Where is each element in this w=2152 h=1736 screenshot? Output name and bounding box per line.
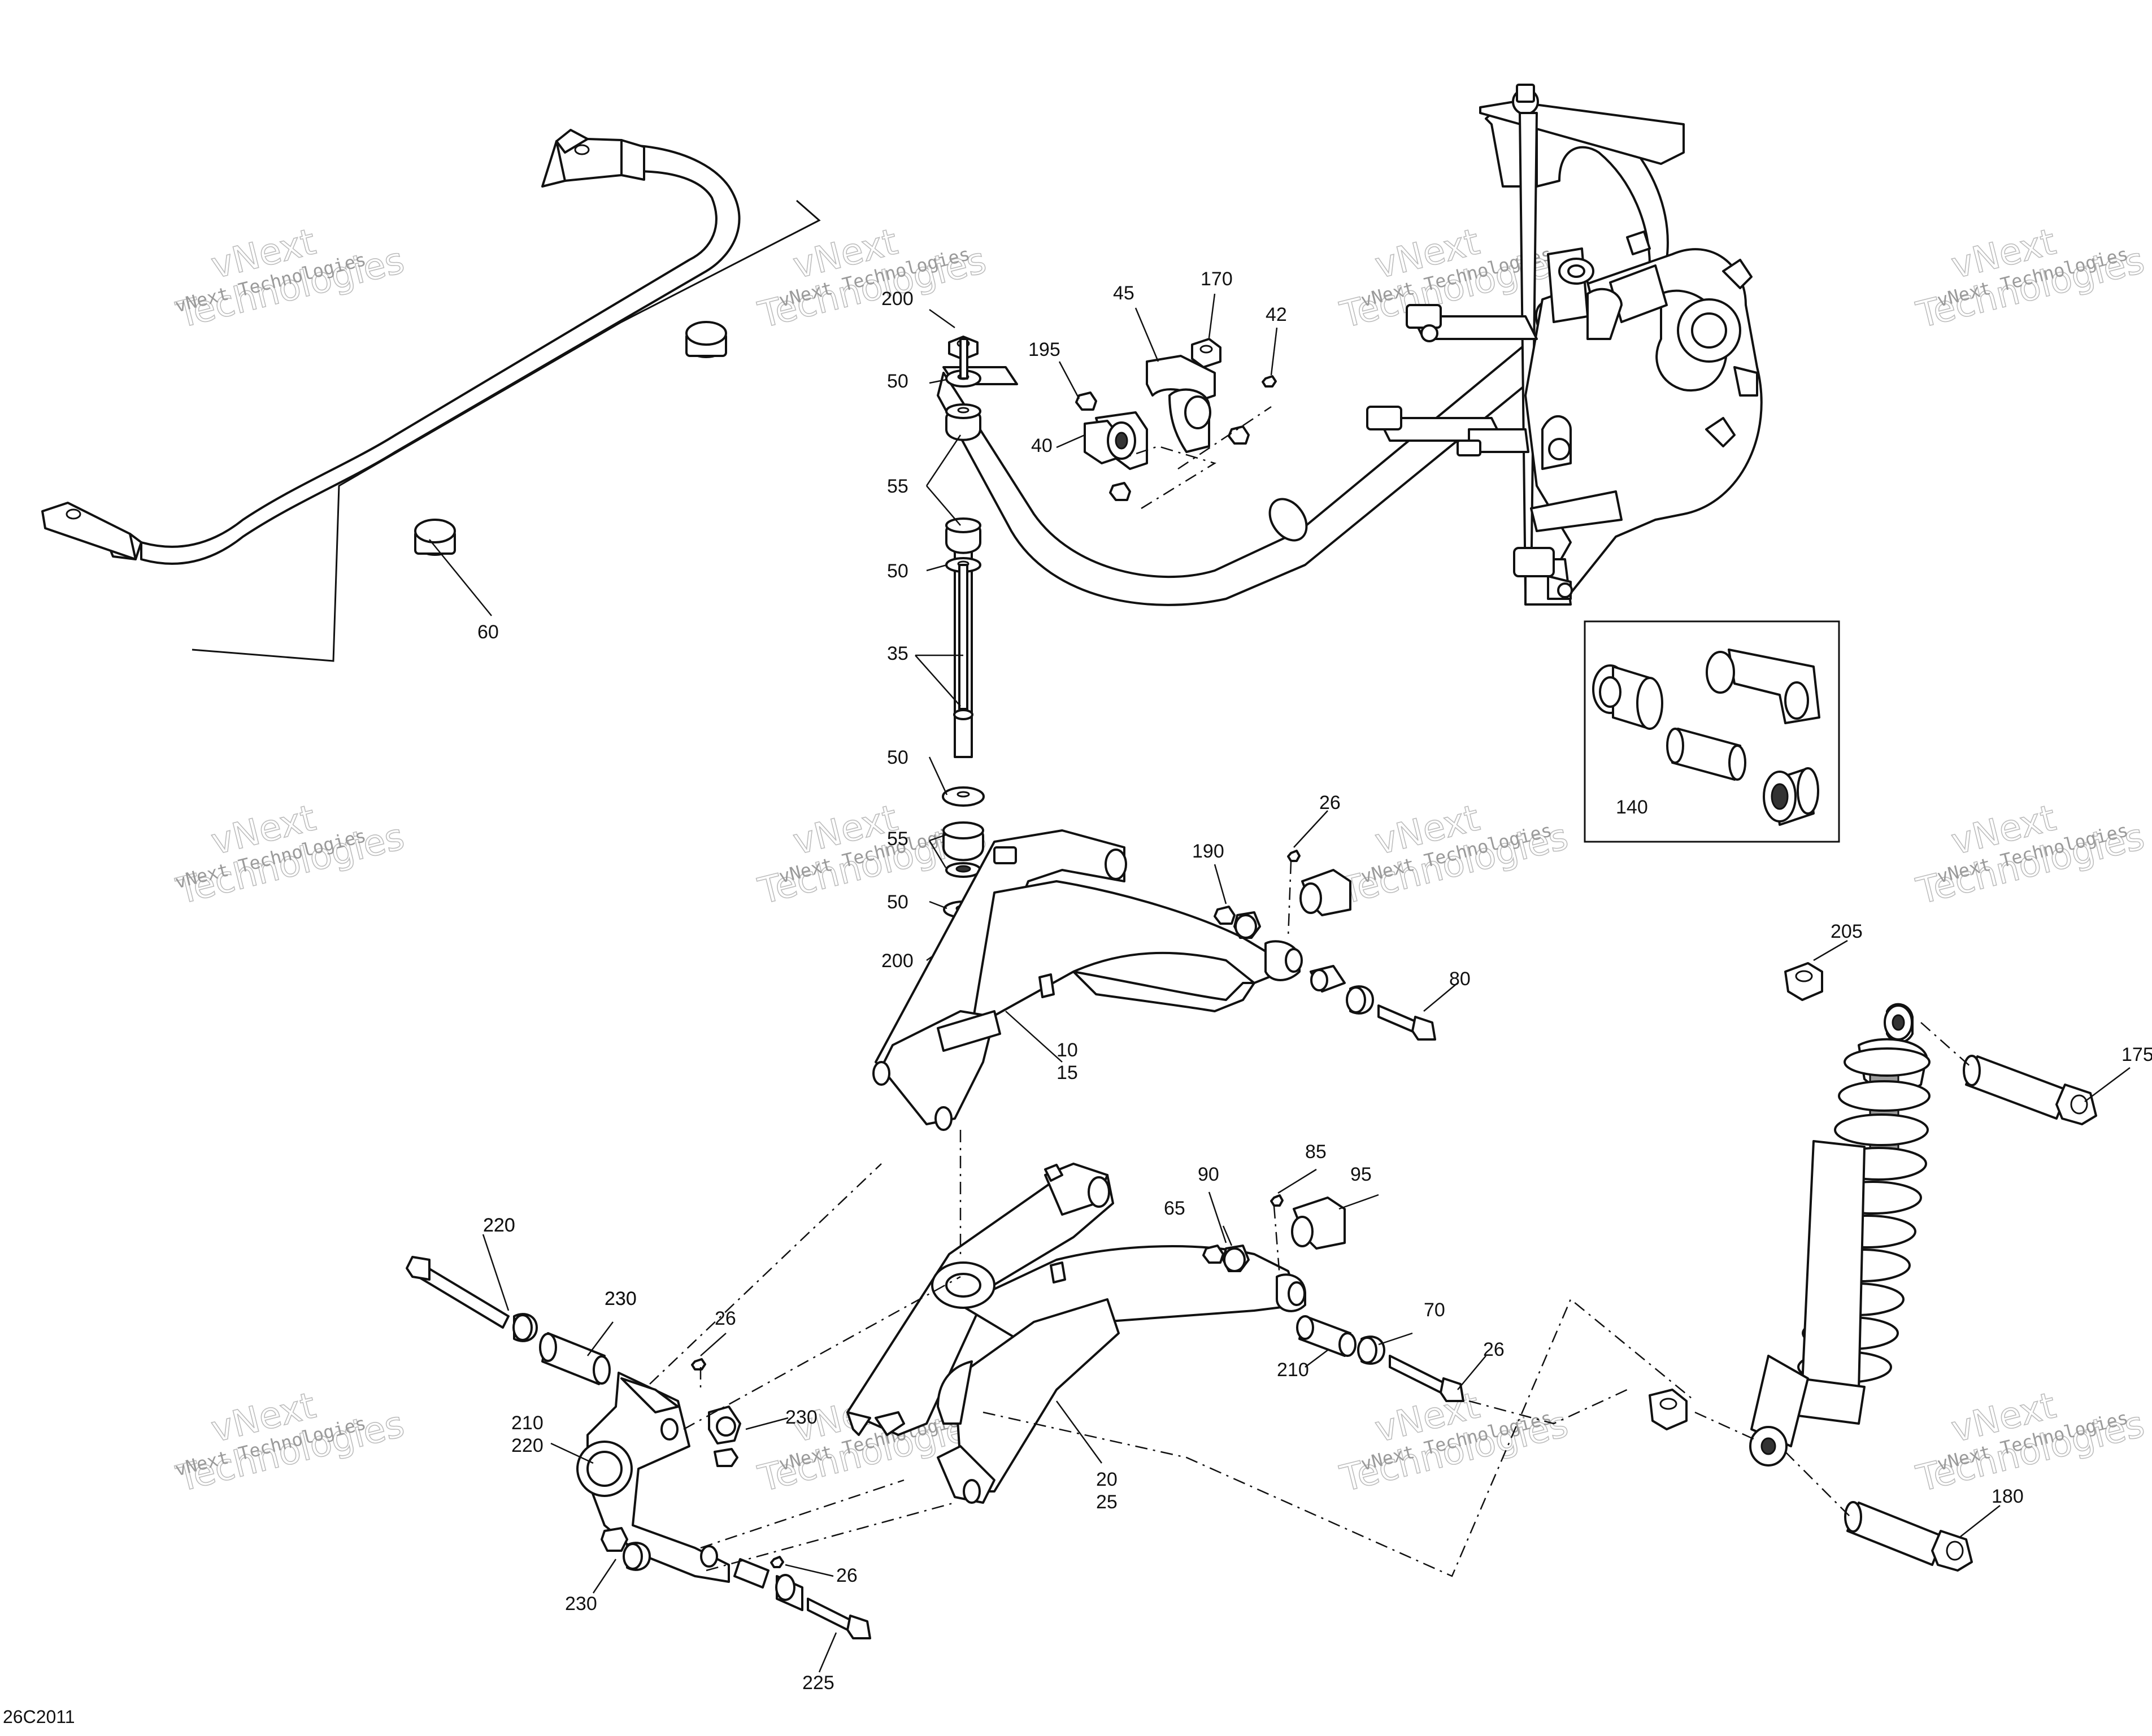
callout-40: 40 [1031, 435, 1053, 456]
callout-85-a: 90 [1198, 1164, 1219, 1185]
inset-frame [1584, 620, 1840, 843]
main-stabilizer-and-frame [937, 84, 1763, 606]
upper-arm-hardware [1214, 850, 1436, 1041]
callout-26-c-label-final: 26 [715, 1308, 736, 1329]
callout-80: 80 [1449, 968, 1471, 990]
callout-65-final: 220 [483, 1215, 515, 1236]
callout-200-bottom: 200 [881, 950, 914, 972]
callout-55-b: 55 [887, 828, 908, 850]
lower-arm-hardware [1202, 1194, 1464, 1402]
inset-callout-140: 140 [1616, 797, 1648, 818]
callout-15: 15 [1057, 1062, 1078, 1084]
callout-100: 95 [1350, 1164, 1372, 1185]
callout-42: 42 [1266, 304, 1287, 325]
callout-180: 180 [1992, 1486, 2024, 1507]
callout-70-label: 230 [605, 1288, 637, 1309]
figure-id: 26C2011 [3, 1707, 75, 1727]
inset-box-140 [1584, 620, 1840, 843]
callout-55-a: 55 [887, 476, 908, 497]
callout-170: 170 [1201, 268, 1233, 290]
callout-50-b: 50 [887, 560, 908, 582]
callout-85-b: 70 [1424, 1299, 1445, 1321]
callout-45: 45 [1113, 282, 1134, 304]
callout-50-a: 50 [887, 371, 908, 392]
callout-20: 20 [1096, 1469, 1118, 1490]
lower-trailing-arm [846, 1163, 1306, 1504]
callout-190-b: 65 [1164, 1198, 1185, 1219]
callout-25: 25 [1096, 1491, 1118, 1513]
callout-195: 195 [1028, 339, 1060, 360]
callout-190-a: 190 [1192, 841, 1224, 862]
watermark-2: Technologies vNext vNext Technologies [754, 220, 990, 337]
callout-26-b: 85 [1305, 1141, 1327, 1163]
bushing-clamp-group [1075, 338, 1277, 510]
callout-50-c: 50 [887, 747, 908, 768]
flanged-bushing-right [1763, 767, 1819, 826]
callout-200-top: 200 [881, 288, 914, 310]
callout-50-d: 50 [887, 891, 908, 913]
callout-220-label: 220 [511, 1435, 544, 1456]
callout-230-b-label: 230 [565, 1593, 597, 1615]
callout-210-label: 210 [511, 1412, 544, 1434]
knuckle-group [406, 1130, 962, 1639]
callout-knuckle-65-label: 220 [483, 1215, 515, 1236]
callout-205: 205 [1831, 921, 1863, 942]
callout-35: 35 [887, 643, 908, 664]
shock-absorber [982, 962, 2097, 1577]
callout-26-a: 26 [1319, 792, 1341, 813]
callout-60: 60 [477, 621, 499, 643]
callout-225-label: 225 [802, 1672, 834, 1694]
callout-230-a-label: 230 [785, 1407, 818, 1428]
stabilizer-bar-part-60 [41, 129, 821, 662]
callout-70-text: 230 [605, 1288, 637, 1309]
callout-90: 210 [1277, 1359, 1309, 1381]
callout-10: 10 [1057, 1039, 1078, 1061]
mount-hole [66, 508, 81, 520]
bushing-sleeve [1666, 728, 1746, 781]
bracket-clip [1706, 649, 1820, 724]
flanged-bushing [1592, 664, 1663, 730]
callout-95: 26 [1483, 1339, 1505, 1360]
callout-26-d-label: 26 [836, 1565, 858, 1586]
upper-a-arm [872, 829, 1303, 1131]
mount-hole [574, 144, 590, 155]
callout-175: 175 [2121, 1044, 2152, 1065]
